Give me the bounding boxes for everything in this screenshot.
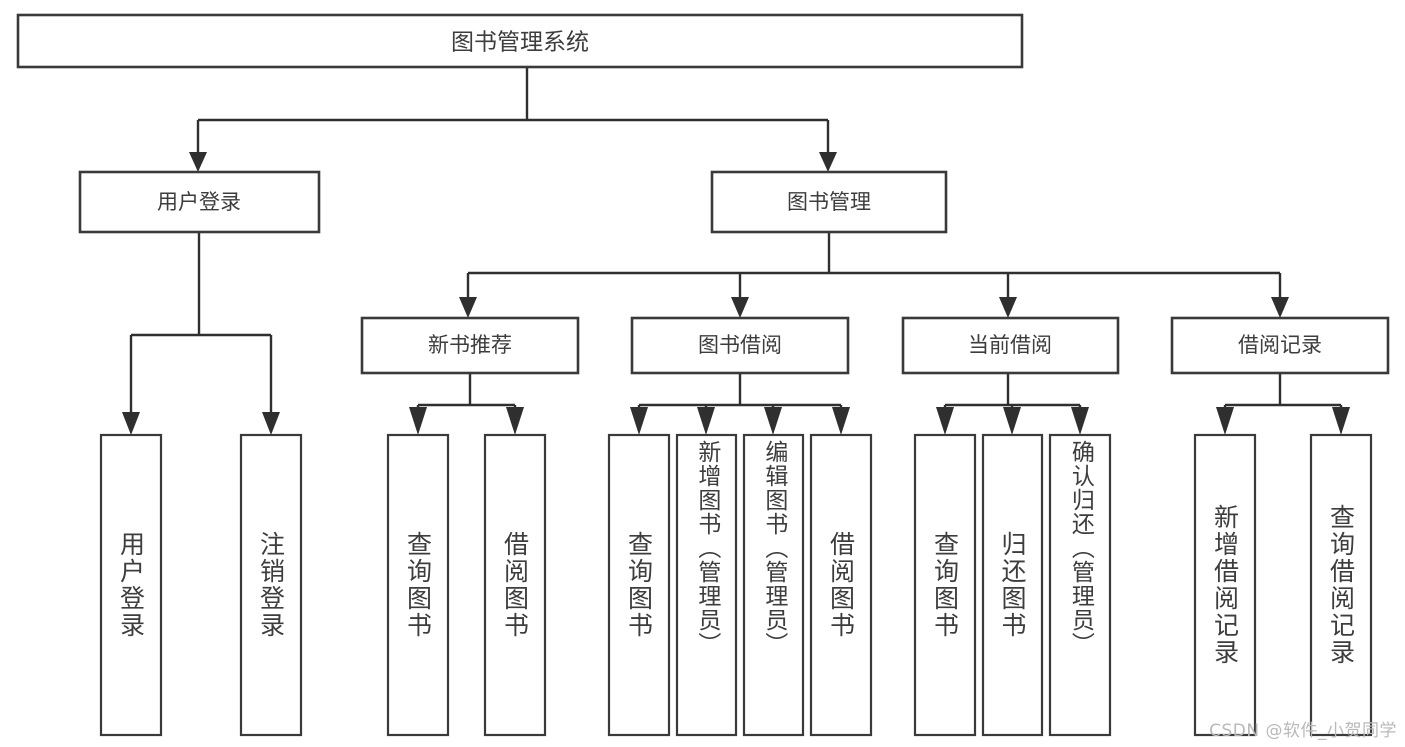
arrow-head-leaf-r2 <box>1332 407 1350 435</box>
arrow-head-leaf-b2 <box>697 407 715 435</box>
connector-book-manage-to-level2 <box>459 232 1289 318</box>
leaf-box-user-login-1[interactable] <box>239 433 303 737</box>
node-box-book-manage[interactable] <box>710 170 948 234</box>
node-box-book-borrow[interactable] <box>630 316 850 375</box>
arrow-head-leaf-n2 <box>506 407 524 435</box>
arrow-head-leaf-n1 <box>409 407 427 435</box>
leaf-box-current-borrow-2[interactable] <box>1048 433 1112 737</box>
leaf-box-new-book-0[interactable] <box>386 433 450 737</box>
leaf-box-current-borrow-0[interactable] <box>913 433 977 737</box>
node-box-current-borrow[interactable] <box>901 316 1120 375</box>
node-label-book-borrow: 图书借阅 <box>698 333 782 357</box>
node-label-user-login: 用户登录 <box>157 190 241 214</box>
leaf-box-book-borrow-0[interactable] <box>607 433 671 737</box>
arrow-head-leaf-c1 <box>936 407 954 435</box>
arrow-head-book-borrow <box>731 297 749 318</box>
leaf-box-user-login-0[interactable] <box>99 433 163 737</box>
leaf-box-book-borrow-2[interactable] <box>742 433 805 737</box>
watermark-label: CSDN @软件_小贺同学 <box>1209 721 1397 741</box>
arrow-head-new-book <box>459 297 477 318</box>
node-box-new-book-recommend[interactable] <box>360 316 580 375</box>
connector-root-to-level1 <box>189 67 837 172</box>
node-label-borrow-record: 借阅记录 <box>1238 333 1322 357</box>
leaf-box-book-borrow-3[interactable] <box>809 433 873 737</box>
connector-book-borrow-to-leaves <box>630 373 850 435</box>
leaf-box-borrow-record-1[interactable] <box>1309 433 1373 737</box>
arrow-head-leaf-b3 <box>764 407 782 435</box>
arrow-head-leaf-b1 <box>630 407 648 435</box>
connector-new-book-to-leaves <box>409 373 524 435</box>
arrow-head-user-login <box>189 152 207 172</box>
arrow-head-book-manage <box>819 152 837 172</box>
arrow-head-leaf-u1 <box>122 412 140 435</box>
node-label-new-book-recommend: 新书推荐 <box>428 333 512 357</box>
leaf-box-borrow-record-0[interactable] <box>1193 433 1257 737</box>
arrow-head-borrow-record <box>1271 297 1289 318</box>
node-box-user-login[interactable] <box>78 170 321 234</box>
node-label-current-borrow: 当前借阅 <box>968 333 1052 357</box>
node-box-root[interactable] <box>16 13 1024 69</box>
arrow-head-leaf-r1 <box>1216 407 1234 435</box>
connector-user-login-to-leaves <box>122 232 280 435</box>
connector-borrow-record-to-leaves <box>1216 373 1350 435</box>
arrow-head-leaf-c2 <box>1003 407 1021 435</box>
arrow-head-current-borrow <box>999 297 1017 318</box>
arrow-head-leaf-c3 <box>1071 407 1089 435</box>
leaf-box-book-borrow-1[interactable] <box>675 433 738 737</box>
leaf-box-current-borrow-1[interactable] <box>981 433 1044 737</box>
connector-current-borrow-to-leaves <box>936 373 1089 435</box>
node-box-borrow-record[interactable] <box>1170 316 1390 375</box>
node-label-book-manage: 图书管理 <box>787 190 871 214</box>
arrow-head-leaf-u2 <box>262 412 280 435</box>
leaf-box-new-book-1[interactable] <box>483 433 547 737</box>
arrow-head-leaf-b4 <box>832 407 850 435</box>
node-label-root: 图书管理系统 <box>451 30 589 56</box>
